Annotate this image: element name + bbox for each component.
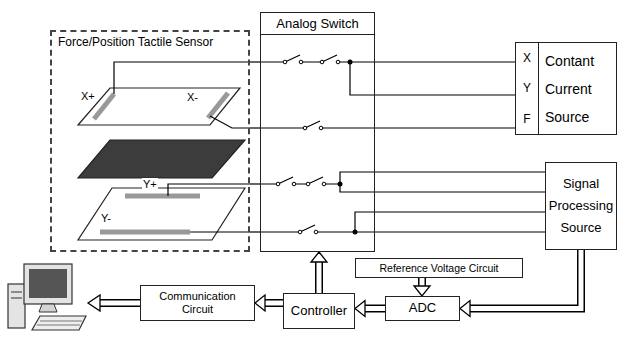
group-title: Force/Position Tactile Sensor	[58, 35, 242, 49]
terminal-label: X-	[186, 91, 199, 104]
y-plus-electrode	[125, 194, 200, 199]
switch-wiring	[260, 62, 375, 232]
box-label: Communication Circuit	[144, 290, 251, 315]
signal-processing-box: Signal Processing Source	[545, 162, 617, 250]
box-label: Signal Processing Source	[549, 173, 613, 239]
current-source-box: X Y F Contant Current Source	[515, 42, 617, 135]
box-label: ADC	[409, 301, 436, 316]
communication-box: Communication Circuit	[140, 285, 255, 321]
switch-block: Analog Switch	[260, 12, 375, 252]
channel-label: F	[523, 112, 530, 126]
channel-column: X Y F	[516, 43, 539, 134]
sensor-wires	[114, 62, 250, 232]
signal-wire	[250, 184, 260, 185]
signal-wire	[250, 62, 260, 63]
signal-wire	[250, 232, 260, 233]
x-plus-electrode	[94, 94, 114, 119]
channel-label: X	[523, 51, 531, 65]
computer-arrow	[88, 295, 140, 311]
middle-sheet	[78, 140, 245, 178]
channel-label: Y	[523, 81, 531, 95]
signal-wire	[375, 172, 545, 173]
switch-symbols	[276, 55, 357, 235]
signal-wire	[250, 128, 260, 129]
adc-box: ADC	[385, 296, 460, 321]
signal-wire	[375, 232, 545, 233]
block-arrow	[414, 278, 430, 296]
box-title: Analog Switch	[263, 16, 372, 31]
signal-wire	[375, 62, 515, 63]
y-minus-electrode	[100, 230, 190, 235]
terminal-label: X+	[80, 90, 96, 103]
computer-icon	[8, 264, 86, 330]
block-arrow	[255, 295, 283, 311]
block-arrow	[355, 301, 385, 317]
box-label: Controller	[291, 304, 347, 319]
sensor-group: Force/Position Tactile Sensor	[50, 30, 250, 252]
block-arrow	[311, 252, 327, 293]
box-title: Contant Current Source	[545, 47, 612, 131]
controller-box: Controller	[283, 293, 355, 329]
x-minus-electrode	[208, 93, 228, 118]
terminal-label: Y+	[142, 178, 158, 191]
reference-box: Reference Voltage Circuit	[355, 258, 523, 278]
signal-wire	[375, 192, 545, 193]
box-label: Reference Voltage Circuit	[379, 262, 498, 274]
signal-wire	[375, 212, 545, 213]
switch-header: Analog Switch	[261, 13, 374, 35]
source-body: Contant Current Source	[539, 43, 616, 134]
signal-wire	[375, 128, 515, 129]
signal-wire	[375, 95, 515, 96]
terminal-label: Y-	[100, 212, 112, 225]
